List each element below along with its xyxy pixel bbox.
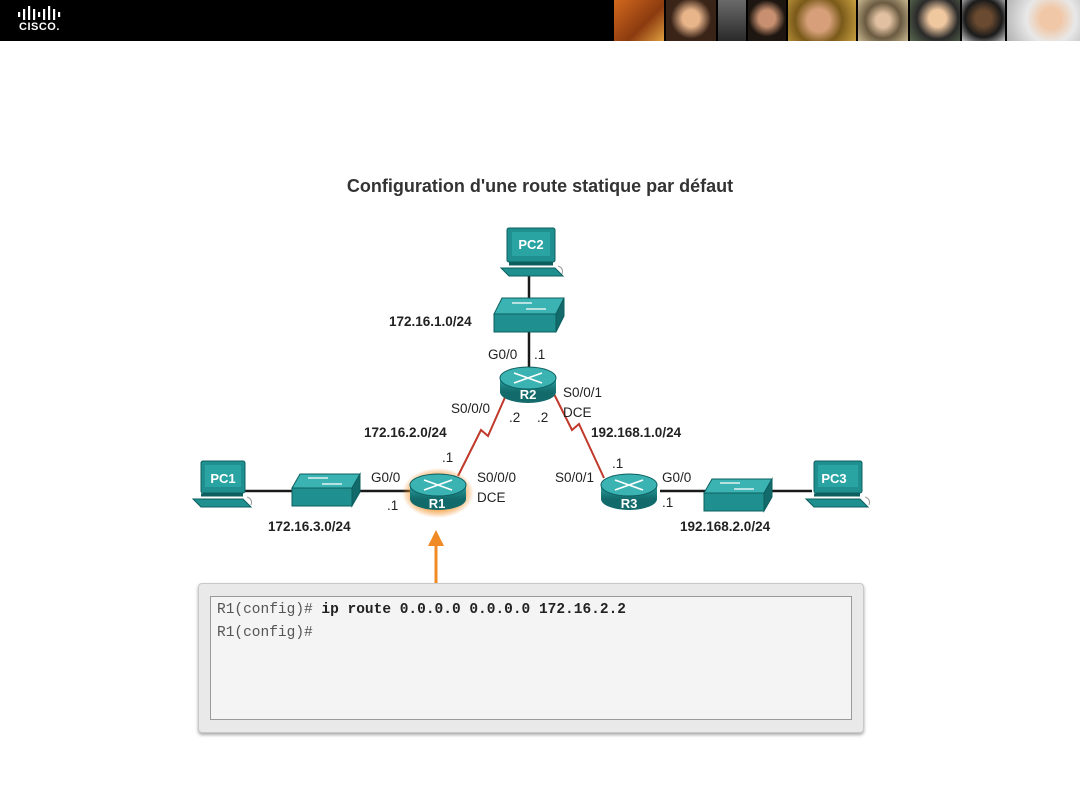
r3-g00-ip-label: .1 (662, 495, 673, 510)
r3-label: R3 (621, 496, 638, 511)
r2-s000-label: S0/0/0 (451, 401, 490, 416)
r2-g00-ip-label: .1 (534, 347, 545, 362)
network-label-192-168-2-0: 192.168.2.0/24 (680, 519, 771, 534)
r1-s000-label: S0/0/0 (477, 470, 516, 485)
r1-dce-label: DCE (477, 490, 506, 505)
r2-label: R2 (520, 387, 537, 402)
serial-link-r1-r2 (457, 385, 511, 477)
r1-s000-ip-label: .1 (442, 450, 453, 465)
cisco-logo: CISCO. (18, 6, 68, 36)
pc1-icon (191, 460, 253, 508)
r2-icon (499, 366, 557, 403)
pc3-icon (804, 460, 870, 508)
serial-links (457, 385, 605, 479)
switch2-icon (493, 297, 565, 333)
header-photo (786, 0, 856, 41)
header-photo-strip (612, 0, 1080, 41)
cisco-logo-text: CISCO. (19, 21, 60, 33)
console-prompt: R1(config)# (217, 602, 322, 618)
orange-arrow-icon (428, 530, 444, 583)
header-photo (716, 0, 746, 41)
switch1-icon (291, 472, 361, 508)
serial-link-r2-r3 (549, 385, 605, 479)
ethernet-links (245, 276, 812, 493)
cisco-bars-icon (18, 6, 61, 20)
console-line-1: R1(config)# ip route 0.0.0.0 0.0.0.0 172… (217, 599, 845, 622)
header-photo (1005, 0, 1080, 41)
page-title: Configuration d'une route statique par d… (346, 176, 734, 196)
pc2-label: PC2 (518, 237, 543, 252)
r3-s001-ip-label: .1 (612, 456, 623, 471)
console-output: R1(config)# ip route 0.0.0.0 0.0.0.0 172… (210, 596, 852, 720)
header-photo (908, 0, 960, 41)
header-photo (960, 0, 1005, 41)
r3-g00-label: G0/0 (662, 470, 691, 485)
console-line-2: R1(config)# (217, 622, 845, 645)
r1-icon (409, 473, 467, 510)
r3-icon (600, 473, 658, 510)
network-label-172-16-2-0: 172.16.2.0/24 (364, 425, 447, 440)
r1-label: R1 (429, 496, 446, 511)
switch3-icon (703, 477, 773, 513)
network-label-172-16-1-0: 172.16.1.0/24 (389, 314, 472, 329)
network-label-172-16-3-0: 172.16.3.0/24 (268, 519, 351, 534)
header-photo (746, 0, 786, 41)
pc2-icon (499, 227, 565, 277)
console-command: ip route 0.0.0.0 0.0.0.0 172.16.2.2 (321, 602, 626, 618)
header-photo (664, 0, 716, 41)
header-bar: CISCO. (0, 0, 1080, 41)
r2-dce-label: DCE (563, 405, 592, 420)
r2-g00-label: G0/0 (488, 347, 517, 362)
r1-g00-label: G0/0 (371, 470, 400, 485)
header-photo (856, 0, 908, 41)
pc3-label: PC3 (821, 471, 846, 486)
r2-s001-label: S0/0/1 (563, 385, 602, 400)
r3-s001-label: S0/0/1 (555, 470, 594, 485)
network-label-192-168-1-0: 192.168.1.0/24 (591, 425, 682, 440)
console-prompt: R1(config)# (217, 625, 313, 641)
r2-s000-ip-label: .2 (509, 410, 520, 425)
header-photo (612, 0, 664, 41)
pc1-label: PC1 (210, 471, 235, 486)
r2-s001-ip-label: .2 (537, 410, 548, 425)
r1-g00-ip-label: .1 (387, 498, 398, 513)
